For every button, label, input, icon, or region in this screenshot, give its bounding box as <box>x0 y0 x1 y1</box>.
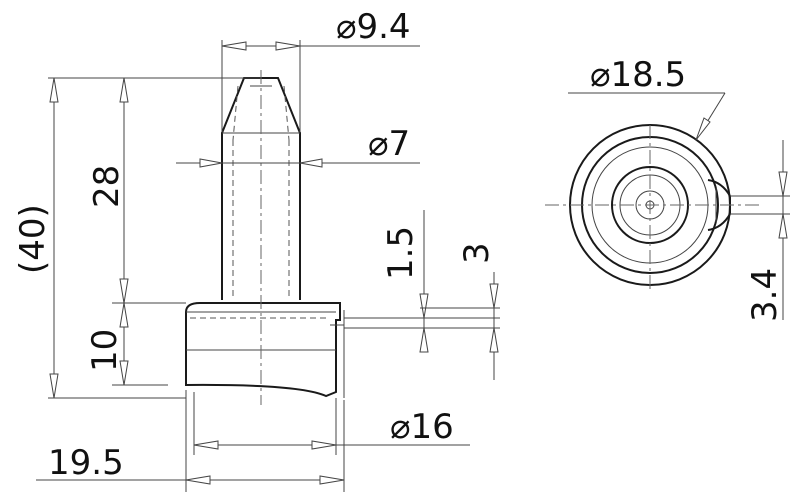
diameter-symbol: ⌀ <box>390 407 410 447</box>
dim-label-40: 40 <box>13 217 53 260</box>
diameter-symbol: ⌀ <box>590 55 610 95</box>
svg-text:⌀18.5: ⌀18.5 <box>590 55 686 95</box>
dim-label-7: 7 <box>388 124 410 164</box>
tip-hidden-right <box>283 85 290 141</box>
dim-len-19-5: 19.5 <box>36 443 345 485</box>
dim-label-19-5: 19.5 <box>48 443 124 483</box>
tip-hidden-left <box>232 85 239 141</box>
svg-text:⌀16: ⌀16 <box>390 407 454 447</box>
dim-label-18-5: 18.5 <box>610 55 686 95</box>
paren-close: ) <box>13 204 53 217</box>
dim-label-3-4: 3.4 <box>745 268 785 322</box>
dim-dia-18-5: ⌀18.5 <box>568 55 726 141</box>
dim-label-16: 16 <box>410 407 453 447</box>
paren-open: ( <box>13 261 53 274</box>
base-outline <box>185 302 341 398</box>
svg-text:⌀7: ⌀7 <box>368 124 410 164</box>
dim-label-10: 10 <box>85 329 125 372</box>
dim-label-28: 28 <box>87 165 127 208</box>
dim-len-3: 3 <box>420 242 500 380</box>
svg-text:(40): (40) <box>13 204 53 274</box>
dim-len-28: 28 <box>87 77 129 304</box>
svg-text:⌀9.4: ⌀9.4 <box>336 7 411 47</box>
dim-label-9-4: 9.4 <box>356 7 410 47</box>
dim-label-3: 3 <box>457 242 497 264</box>
dim-len-1-5: 1.5 <box>381 210 429 353</box>
diameter-symbol: ⌀ <box>336 7 356 47</box>
dim-len-10: 10 <box>85 302 129 386</box>
dim-len-40: (40) <box>13 77 59 399</box>
diameter-symbol: ⌀ <box>368 124 388 164</box>
dim-dia-7: ⌀7 <box>176 124 420 168</box>
top-view <box>545 124 760 290</box>
dim-label-1-5: 1.5 <box>381 226 421 280</box>
dim-len-3-4: 3.4 <box>730 140 790 322</box>
dim-dia-9-4: ⌀9.4 <box>221 7 420 51</box>
dim-dia-16: ⌀16 <box>193 407 470 450</box>
